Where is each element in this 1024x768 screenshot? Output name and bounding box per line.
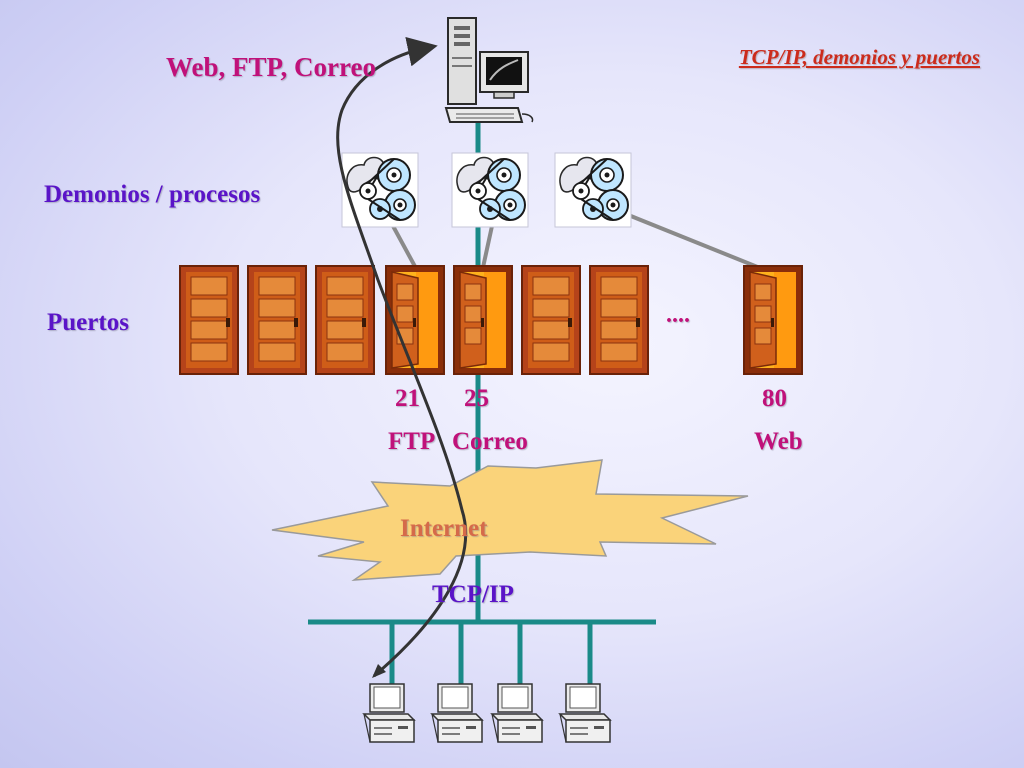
daemon-ftp-gears-icon [341,152,419,228]
service-ftp-label: FTP [388,428,436,455]
internet-cloud-icon [271,459,749,581]
port-door-closed-icon [521,265,581,375]
daemons-label: Demonios / procesos [44,181,261,208]
port-door-closed-icon [589,265,649,375]
arrowhead-down-icon [372,664,386,678]
port-number-25: 25 [464,385,489,412]
client-computer-icon [431,683,483,743]
protocol-label: TCP/IP [432,581,514,608]
internet-label: Internet [400,515,488,542]
client-computer-icon [363,683,415,743]
ports-ellipsis: .... [666,302,690,328]
server-computer-icon [444,17,534,123]
port-number-21: 21 [395,385,420,412]
service-correo-label: Correo [452,428,528,455]
daemon-correo-gears-icon [451,152,529,228]
client-computer-icon [491,683,543,743]
request-path-arrow [336,36,468,678]
ports-label: Puertos [47,309,129,336]
daemon-web-gears-icon [554,152,632,228]
services-label: Web, FTP, Correo [166,52,376,82]
port-door-closed-icon [247,265,307,375]
port-door-closed-icon [315,265,375,375]
port-number-80: 80 [762,385,787,412]
port-80-door-open-icon [743,265,803,375]
port-door-closed-icon [179,265,239,375]
slide-title: TCP/IP, demonios y puertos [738,45,980,69]
port-25-door-open-icon [453,265,513,375]
client-computer-icon [559,683,611,743]
service-web-label: Web [754,428,803,455]
connector-web [605,204,761,270]
connector-ftp [391,225,420,273]
connector-correo [480,225,494,273]
